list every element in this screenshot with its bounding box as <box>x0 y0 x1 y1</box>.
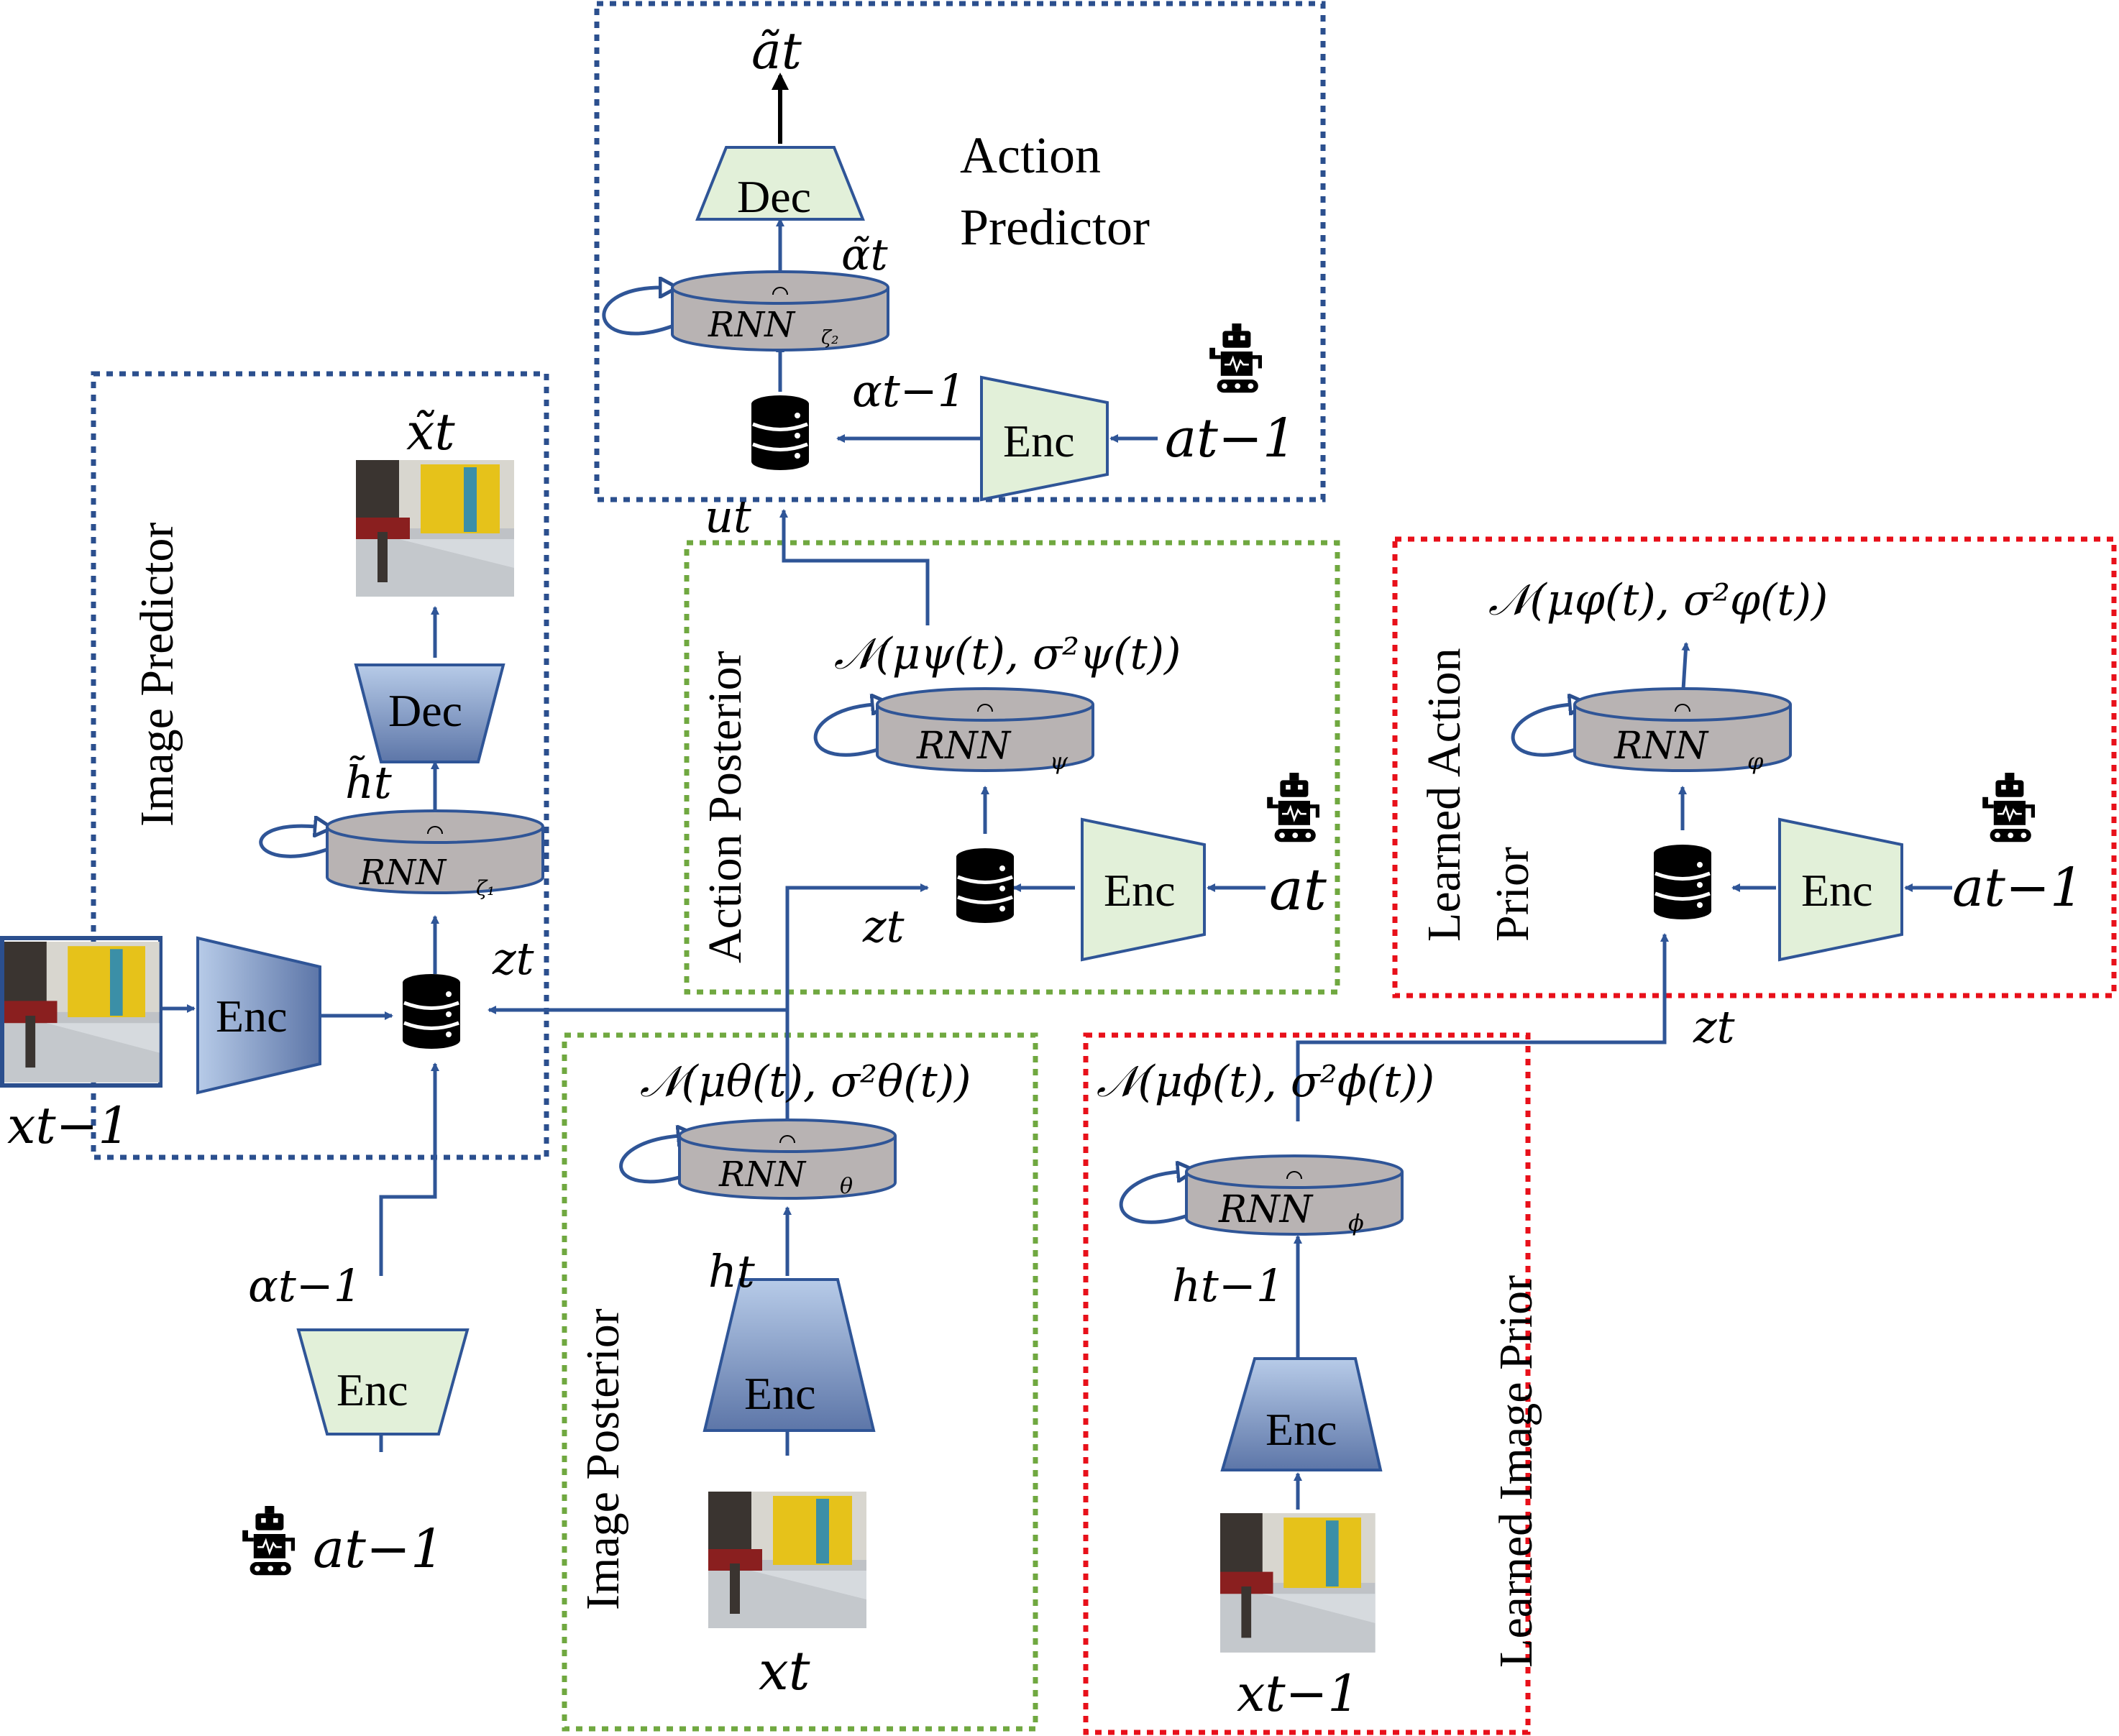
var-x-t-minus-1-bottom: xt−1 <box>1237 1664 1360 1723</box>
image-predictor-rnn: RNN ζ₁ <box>326 809 544 900</box>
action-posterior-box <box>684 540 1340 995</box>
action-posterior-distribution: 𝒩(μψ(t), σ²ψ(t)) <box>834 629 1181 679</box>
learned-action-prior-title-line1: Learned Action <box>1418 648 1470 942</box>
image-predictor-title: Image Predictor <box>131 523 183 827</box>
learned-action-prior-title-line2: Prior <box>1486 847 1539 942</box>
var-alpha-t-minus-1-top: αt−1 <box>852 364 966 417</box>
var-x-t-minus-1: xt−1 <box>7 1096 130 1155</box>
image-predictor-encoder-label: Enc <box>216 991 288 1042</box>
image-predictor-encoder <box>196 936 321 1095</box>
action-predictor-title-line2: Predictor <box>960 198 1150 256</box>
var-alpha-t-minus-1-left: αt−1 <box>248 1259 362 1312</box>
action-predictor-decoder <box>695 146 865 221</box>
robot-icon <box>241 1505 296 1576</box>
current-image-photo <box>708 1492 866 1628</box>
learned-action-prior-box <box>1392 536 2117 998</box>
learned-action-prior-rnn-label: RNN <box>1614 725 1709 768</box>
learned-image-prior-rnn-label: RNN <box>1218 1188 1314 1231</box>
var-h-t: ht <box>708 1245 755 1298</box>
learned-image-prior-encoder <box>1220 1357 1383 1471</box>
action-posterior-rnn-subscript: ψ <box>1050 748 1068 775</box>
bottom-action-encoder-label: Enc <box>337 1364 408 1415</box>
action-predictor-encoder-label: Enc <box>1003 415 1075 467</box>
action-predictor-rnn: RNN ζ₂ <box>671 270 889 352</box>
image-predictor-decoder-label: Dec <box>388 685 462 736</box>
var-a-tilde-t: ãt <box>751 22 802 81</box>
image-posterior-rnn-subscript: θ <box>840 1174 853 1199</box>
learned-action-prior-rnn: RNN φ <box>1573 687 1792 775</box>
input-image-photo <box>4 942 160 1083</box>
previous-image-photo <box>1220 1513 1376 1653</box>
image-predictor-database-icon <box>403 974 460 1049</box>
var-a-t: at <box>1269 856 1327 923</box>
image-predictor-box <box>91 371 549 1160</box>
image-posterior-rnn: RNN θ <box>678 1119 897 1200</box>
var-x-tilde-t: x̃t <box>406 403 455 461</box>
learned-action-prior-encoder-label: Enc <box>1801 865 1873 916</box>
image-posterior-distribution: 𝒩(μθ(t), σ²θ(t)) <box>640 1057 971 1107</box>
var-h-tilde-t: h̃t <box>345 756 392 809</box>
learned-image-prior-rnn-subscript: ϕ <box>1348 1209 1364 1236</box>
var-x-t: xt <box>759 1640 810 1702</box>
input-image-frame <box>0 936 163 1088</box>
learned-image-prior-title: Learned Image Prior <box>1490 1275 1542 1668</box>
action-posterior-encoder-label: Enc <box>1104 865 1176 916</box>
robot-icon <box>1266 771 1321 843</box>
learned-image-prior-rnn: RNN ϕ <box>1185 1154 1404 1236</box>
action-posterior-rnn-label: RNN <box>916 725 1012 768</box>
image-posterior-box <box>562 1032 1038 1732</box>
image-predictor-rnn-label: RNN <box>359 853 447 893</box>
action-predictor-database-icon <box>751 395 809 470</box>
predicted-image-photo <box>356 460 514 597</box>
image-predictor-rnn-subscript: ζ₁ <box>476 876 495 900</box>
bottom-action-encoder <box>296 1328 470 1436</box>
action-posterior-title: Action Posterior <box>699 651 751 963</box>
learned-action-prior-rnn-subscript: φ <box>1747 748 1764 775</box>
action-predictor-box <box>594 1 1326 502</box>
var-alpha-tilde-t: α̃t <box>841 230 889 280</box>
action-predictor-rnn-subscript: ζ₂ <box>821 327 839 349</box>
var-a-t-minus-1-top: at−1 <box>1165 408 1296 469</box>
learned-action-prior-database-icon <box>1654 845 1711 919</box>
action-posterior-database-icon <box>956 848 1014 923</box>
robot-icon <box>1981 771 2036 843</box>
var-z-t-posterior: zt <box>862 900 905 952</box>
learned-action-prior-distribution: 𝒩(μφ(t), σ²φ(t)) <box>1488 575 1828 625</box>
learned-image-prior-box <box>1083 1032 1531 1735</box>
action-predictor-decoder-label: Dec <box>737 171 811 222</box>
var-u-t: ut <box>705 490 751 543</box>
var-h-t-minus-1: ht−1 <box>1172 1259 1284 1312</box>
action-predictor-rnn-label: RNN <box>708 305 796 345</box>
image-posterior-encoder <box>702 1278 876 1432</box>
action-posterior-rnn: RNN ψ <box>876 687 1094 775</box>
robot-icon <box>1208 322 1263 394</box>
var-z-t-predictor: zt <box>492 932 534 985</box>
action-posterior-encoder <box>1081 817 1206 962</box>
learned-image-prior-encoder-label: Enc <box>1266 1404 1337 1455</box>
image-posterior-title: Image Posterior <box>577 1308 629 1610</box>
image-posterior-encoder-label: Enc <box>744 1368 816 1419</box>
var-a-t-minus-1-right: at−1 <box>1952 857 2084 919</box>
learned-image-prior-distribution: 𝒩(μϕ(t), σ²ϕ(t)) <box>1097 1057 1434 1107</box>
image-posterior-rnn-label: RNN <box>718 1154 807 1195</box>
action-predictor-title-line1: Action <box>960 127 1101 184</box>
var-z-t-right: zt <box>1693 1001 1735 1053</box>
learned-action-prior-encoder <box>1778 817 1903 962</box>
action-predictor-encoder <box>980 375 1109 502</box>
var-a-t-minus-1-left: at−1 <box>313 1518 444 1580</box>
image-predictor-decoder <box>354 663 505 763</box>
